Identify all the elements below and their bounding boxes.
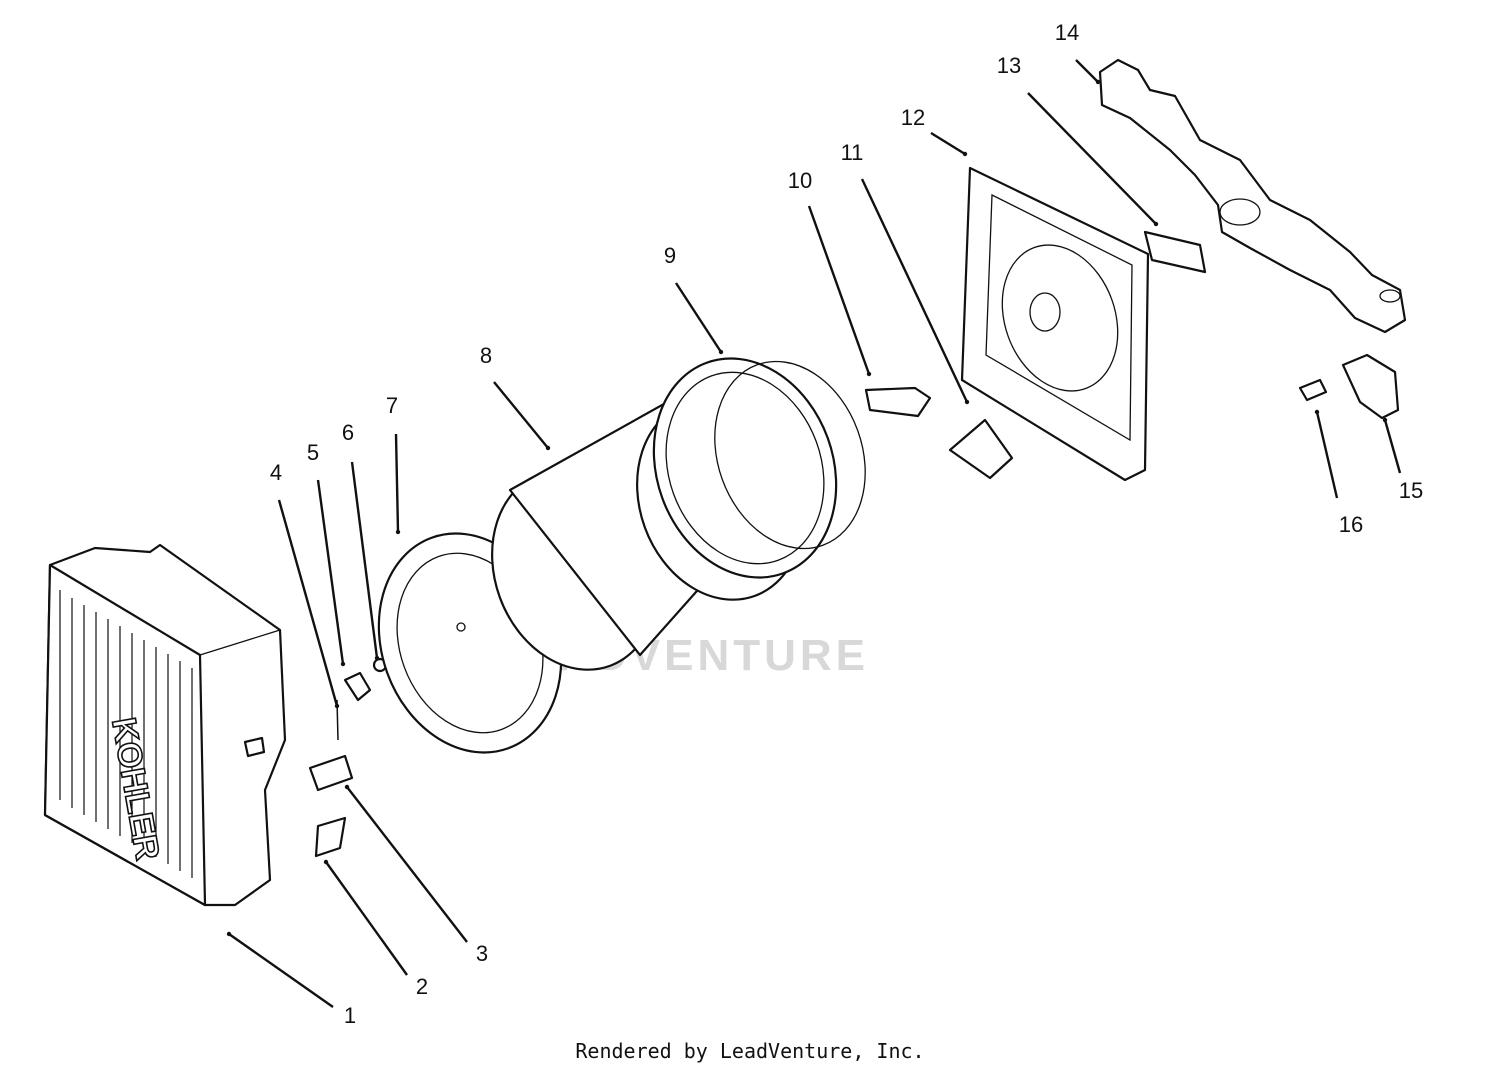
part-3-bracket (308, 754, 354, 792)
callout-label-5: 5 (307, 440, 319, 465)
callout-point-11 (964, 399, 970, 405)
callout-point-14 (1095, 79, 1101, 85)
callout-point-12 (962, 151, 968, 157)
callout-leader-2 (325, 861, 408, 976)
callout-point-10 (866, 371, 872, 377)
part-12-base-plate (960, 166, 1150, 482)
part-14-intake-elbow (1098, 58, 1407, 334)
callout-leader-3 (346, 786, 468, 943)
part-9-filter-element (652, 357, 866, 579)
callout-leader-15 (1383, 419, 1402, 474)
part-15-gasket (1341, 353, 1400, 420)
part-11-bracket (948, 418, 1014, 480)
callout-point-9 (718, 349, 724, 355)
part-1-air-cleaner-cover: KOHLER (43, 543, 287, 907)
callout-label-3: 3 (476, 941, 488, 966)
callout-leader-8 (493, 381, 549, 449)
callout-point-15 (1382, 417, 1388, 423)
callout-label-2: 2 (416, 974, 428, 999)
callout-label-9: 9 (664, 243, 676, 268)
callout-leader-14 (1075, 59, 1099, 83)
callout-point-5 (340, 661, 346, 667)
callout-point-13 (1153, 221, 1159, 227)
callout-label-13: 13 (997, 53, 1021, 78)
part-10-fitting (864, 386, 932, 418)
callout-label-1: 1 (344, 1003, 356, 1028)
callout-leader-16 (1315, 411, 1339, 499)
callout-label-7: 7 (386, 393, 398, 418)
callout-leader-11 (860, 178, 969, 403)
callout-point-16 (1314, 409, 1320, 415)
callout-label-4: 4 (270, 460, 282, 485)
callout-leader-1 (228, 933, 334, 1008)
callout-label-16: 16 (1339, 512, 1363, 537)
callout-point-8 (545, 445, 551, 451)
part-13-gasket (1143, 230, 1207, 274)
callout-leader-10 (807, 205, 871, 375)
callout-leader-9 (674, 282, 723, 353)
callout-leader-5 (316, 479, 345, 665)
callout-point-4 (334, 703, 340, 709)
callout-leader-13 (1027, 92, 1157, 225)
callout-point-3 (344, 784, 350, 790)
callout-point-1 (226, 931, 232, 937)
footer-credit: Rendered by LeadVenture, Inc. (575, 1039, 924, 1063)
callout-point-7 (395, 529, 401, 535)
callout-label-11: 11 (841, 140, 864, 165)
part-5-wing-nut (343, 671, 372, 702)
callout-leader-6 (350, 461, 379, 659)
callout-leader-4 (277, 499, 339, 707)
part-2-plate (314, 816, 347, 858)
callout-label-8: 8 (480, 343, 492, 368)
callout-point-2 (323, 859, 329, 865)
callout-point-6 (374, 655, 380, 661)
callout-leader-12 (930, 131, 966, 156)
callout-label-14: 14 (1055, 20, 1079, 45)
callout-label-12: 12 (901, 105, 925, 130)
callout-label-10: 10 (788, 168, 812, 193)
callout-label-6: 6 (342, 420, 354, 445)
callout-label-15: 15 (1399, 478, 1423, 503)
part-16-screw (1298, 378, 1328, 402)
callout-leader-7 (394, 433, 400, 533)
